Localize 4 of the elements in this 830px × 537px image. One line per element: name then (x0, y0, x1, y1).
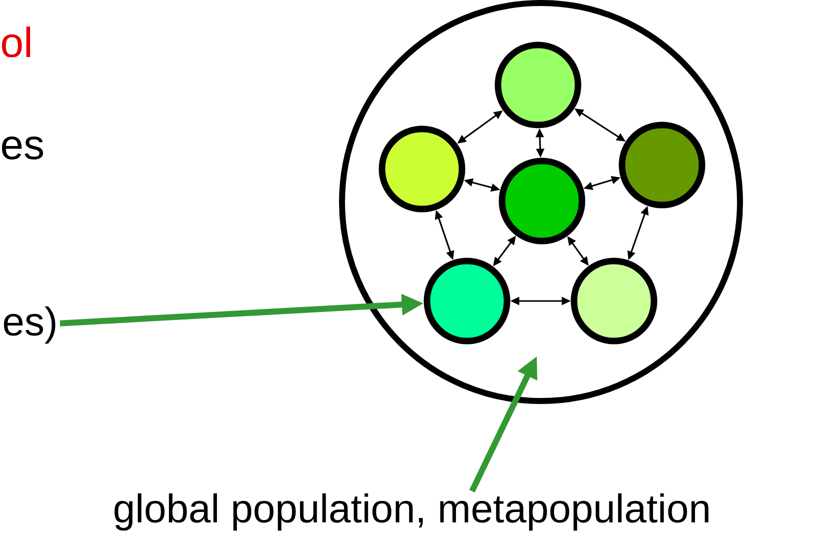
label-text: global population, metapopulation (114, 493, 708, 531)
heading-text: ol (2, 26, 30, 58)
heading-text: es (2, 136, 44, 160)
label-text: es) (4, 306, 56, 344)
